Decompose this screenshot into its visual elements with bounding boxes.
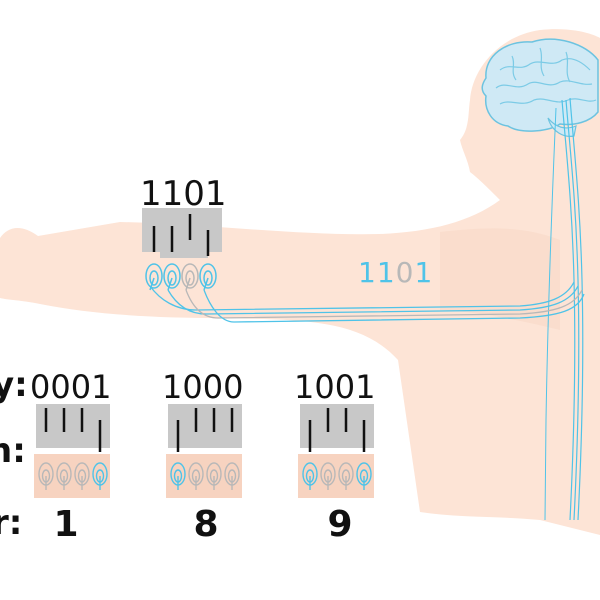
svg-text:1101: 1101 [358, 256, 433, 289]
example-1: 0001 1 [30, 368, 111, 545]
example-3-number: 9 [327, 504, 352, 545]
spinal-cord [544, 97, 584, 521]
row-label-middle: n: [0, 431, 26, 471]
arm-sensor-panel: 1101 [140, 174, 227, 291]
example-3-panel [300, 404, 374, 448]
nerve-code-digit-2: 1 [377, 256, 396, 289]
nerve-code-digit-3: 0 [396, 256, 415, 289]
example-3-code: 1001 [294, 368, 375, 406]
example-1-number: 1 [53, 504, 78, 545]
row-label-top: y: [0, 365, 28, 405]
example-1-panel [36, 404, 110, 448]
example-2: 1000 8 [162, 368, 243, 545]
example-2-panel [168, 404, 242, 448]
example-2-code: 1000 [162, 368, 243, 406]
arm-receptors [145, 263, 217, 291]
nerve-code-digit-1: 1 [358, 256, 377, 289]
example-2-number: 8 [193, 504, 218, 545]
body-silhouette [0, 29, 600, 535]
brain [481, 38, 599, 137]
arm-nerve-bundle [149, 281, 585, 323]
nerve-code-digit-4: 1 [414, 256, 433, 289]
arm-code: 1101 [140, 174, 227, 214]
example-3: 1001 9 [294, 368, 375, 545]
example-1-code: 0001 [30, 368, 111, 406]
arm-panel-step [142, 208, 222, 252]
row-label-bottom: r: [0, 503, 22, 543]
